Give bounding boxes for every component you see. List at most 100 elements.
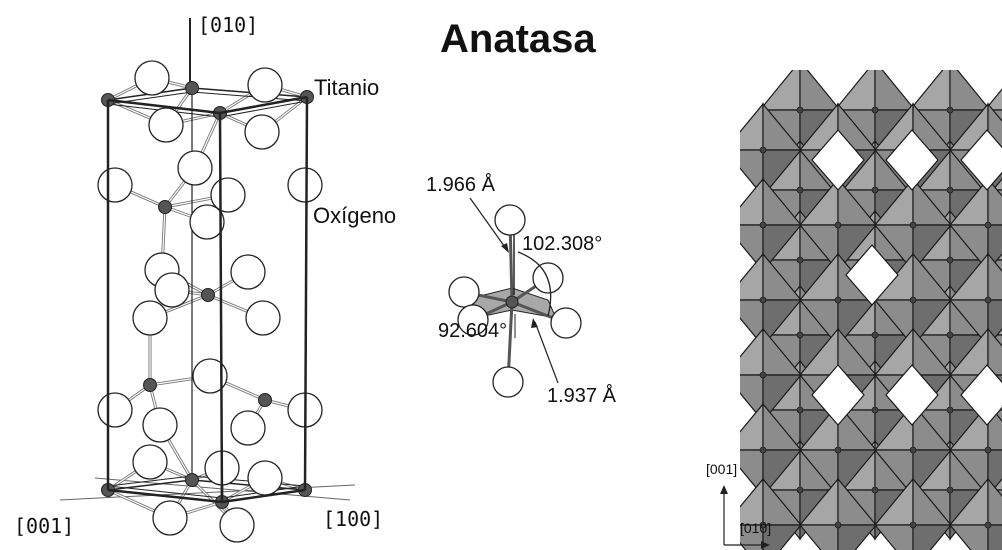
octahedron-center (796, 331, 804, 339)
octahedron-center (834, 521, 842, 529)
leader-bond-long (469, 197, 508, 251)
oxygen-atom (550, 307, 582, 339)
octahedron-face (987, 252, 1002, 301)
poly-axis-001-arrowhead (720, 485, 728, 494)
octahedron-face (987, 177, 1002, 226)
angle-arc (517, 251, 552, 317)
oxygen-atom (244, 114, 280, 150)
oxygen-atom (97, 167, 133, 203)
octahedron-face (798, 524, 839, 550)
network-void (960, 364, 1002, 426)
network-void (885, 364, 939, 426)
octahedron-center (796, 486, 804, 494)
octahedron-center (909, 296, 917, 304)
octahedron-center (796, 106, 804, 114)
oxygen-atom (287, 167, 323, 203)
network-group (740, 70, 1002, 550)
cell-edge-inner (107, 475, 193, 487)
octahedron-center (871, 106, 879, 114)
octahedron-center (946, 331, 954, 339)
oxygen-atom (230, 254, 266, 290)
octahedron-center (759, 521, 767, 529)
titanium-atom (185, 473, 199, 487)
oxygen-atom (97, 392, 133, 428)
octahedron-face (908, 70, 951, 111)
octahedron-face (912, 524, 953, 550)
cell-edge-front (107, 488, 223, 504)
octahedron-face (833, 70, 876, 111)
cell-edge-inner (219, 100, 308, 118)
oxygen-atom (245, 300, 281, 336)
network-void (811, 364, 865, 426)
octahedron-face (740, 402, 764, 451)
network-void (811, 129, 865, 191)
octahedron-face (740, 477, 764, 526)
octahedron-center (984, 221, 992, 229)
octahedron-face (837, 524, 878, 550)
octahedron-center (946, 186, 954, 194)
octahedron-face (948, 524, 989, 550)
oxygen-atom (457, 304, 489, 336)
cell-edge (107, 479, 193, 491)
oxygen-atom (247, 67, 283, 103)
titanium-atom (158, 200, 172, 214)
octahedron-center (871, 486, 879, 494)
cell-edge-front (218, 112, 224, 503)
octahedron-face (987, 477, 1002, 526)
network-void (960, 129, 1002, 191)
octahedron-face (983, 88, 1002, 111)
cell-edge-front (107, 98, 221, 115)
oxygen-atom (177, 150, 213, 186)
octahedron-center (909, 221, 917, 229)
titanium-atom (185, 81, 199, 95)
oxygen-atom (142, 407, 178, 443)
octahedron-face (949, 70, 992, 111)
oxygen-atom (230, 410, 266, 446)
angle-small-label: 92.604° (438, 320, 507, 342)
octahedron-center (834, 296, 842, 304)
octahedron-center (871, 331, 879, 339)
octahedron-center (759, 146, 767, 154)
cell-edge-front (303, 96, 309, 491)
titanio-label: Titanio (314, 75, 379, 100)
octahedron-center (909, 521, 917, 529)
oxygen-atom (152, 500, 188, 536)
titanium-atom (201, 288, 215, 302)
oxygen-atom (189, 204, 225, 240)
oxygen-atom (219, 507, 255, 543)
oxigeno-label: Oxígeno (313, 203, 396, 228)
network-void (845, 244, 899, 306)
octahedron-center (871, 406, 879, 414)
octahedron-face (987, 327, 1002, 376)
oxygen-atom (154, 272, 190, 308)
figure-title: Anatasa (440, 17, 596, 61)
leader-arrowhead (531, 318, 538, 328)
cell-front-edges (106, 95, 309, 504)
octahedra-network (740, 70, 1002, 550)
octahedron-face (740, 177, 764, 226)
oxygen-atom (494, 204, 526, 236)
leader-bond-short (534, 321, 559, 384)
octahedron-center (984, 446, 992, 454)
octahedron-face (740, 327, 764, 376)
axis-010-label: [010] (198, 13, 258, 37)
octahedron-center (909, 446, 917, 454)
octahedron-face (740, 252, 764, 301)
leader-arrowhead (501, 243, 509, 253)
octahedron-center (796, 186, 804, 194)
network-void (885, 129, 939, 191)
octahedron-center (759, 221, 767, 229)
octahedron-center (796, 406, 804, 414)
poly-axis-001-label: [001] (706, 461, 737, 477)
oxygen-atom (247, 460, 283, 496)
octahedron-face (987, 524, 1002, 550)
octahedron-center (796, 256, 804, 264)
octahedron-face (874, 70, 917, 111)
poly-axis-010-label: [010] (740, 520, 771, 536)
octahedron-center (759, 446, 767, 454)
coordination-detail: 1.966 Å 102.308° 92.604° 1.937 Å (426, 173, 617, 407)
octahedron-center (946, 406, 954, 414)
oxygen-atom (132, 300, 168, 336)
cell-edge-front (221, 488, 306, 504)
